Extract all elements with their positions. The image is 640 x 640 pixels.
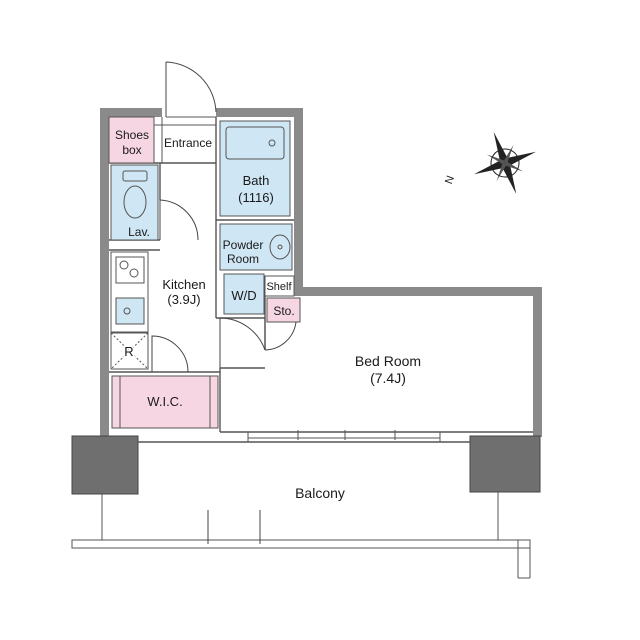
shoes-box-label-2: box — [122, 143, 141, 157]
powder-room-area — [219, 223, 293, 271]
shoes-box-area — [108, 116, 155, 164]
toilet-icon — [122, 170, 148, 219]
wd-label: W/D — [231, 288, 256, 303]
balcony-structure — [71, 435, 541, 579]
bath-label-2: (1116) — [238, 190, 274, 205]
refrigerator-label: R — [124, 344, 133, 359]
washer-dryer-area — [223, 273, 265, 315]
refrigerator-space — [110, 332, 149, 370]
storage-area — [266, 297, 301, 323]
entrance-label: Entrance — [164, 136, 212, 150]
powder-room-label-1: Powder — [223, 238, 264, 252]
exterior-walls — [100, 108, 542, 438]
lav-door — [159, 199, 199, 241]
wic-area — [111, 375, 219, 429]
compass-rose-icon — [473, 131, 537, 195]
kitchen-counter — [110, 251, 149, 333]
entrance-door — [161, 61, 217, 163]
basin-icon — [269, 234, 291, 260]
kitchen-label-1: Kitchen — [162, 277, 205, 292]
bath-drain-icon — [268, 139, 276, 147]
bathtub — [225, 126, 285, 160]
storage-label: Sto. — [273, 304, 294, 318]
stove-icon — [115, 256, 145, 284]
storage-door — [264, 318, 297, 351]
bedroom-label-1: Bed Room — [355, 353, 421, 369]
balcony-label: Balcony — [295, 485, 345, 501]
powder-room-label-2: Room — [227, 252, 259, 266]
shelf-label: Shelf — [266, 281, 292, 293]
lav-area — [110, 164, 159, 241]
bedroom-label-2: (7.4J) — [370, 370, 406, 386]
lav-label: Lav. — [128, 225, 150, 239]
bath-area — [219, 120, 291, 217]
entrance-area — [153, 124, 217, 164]
bath-label-1: Bath — [243, 173, 270, 188]
shoes-box-label-1: Shoes — [115, 128, 149, 142]
wic-label: W.I.C. — [147, 394, 182, 409]
shelf-area — [264, 275, 295, 297]
wic-door — [151, 335, 189, 373]
kitchen-label-2: (3.9J) — [167, 292, 200, 307]
bedroom-door — [219, 317, 266, 368]
compass-north-letter: N — [443, 174, 457, 186]
